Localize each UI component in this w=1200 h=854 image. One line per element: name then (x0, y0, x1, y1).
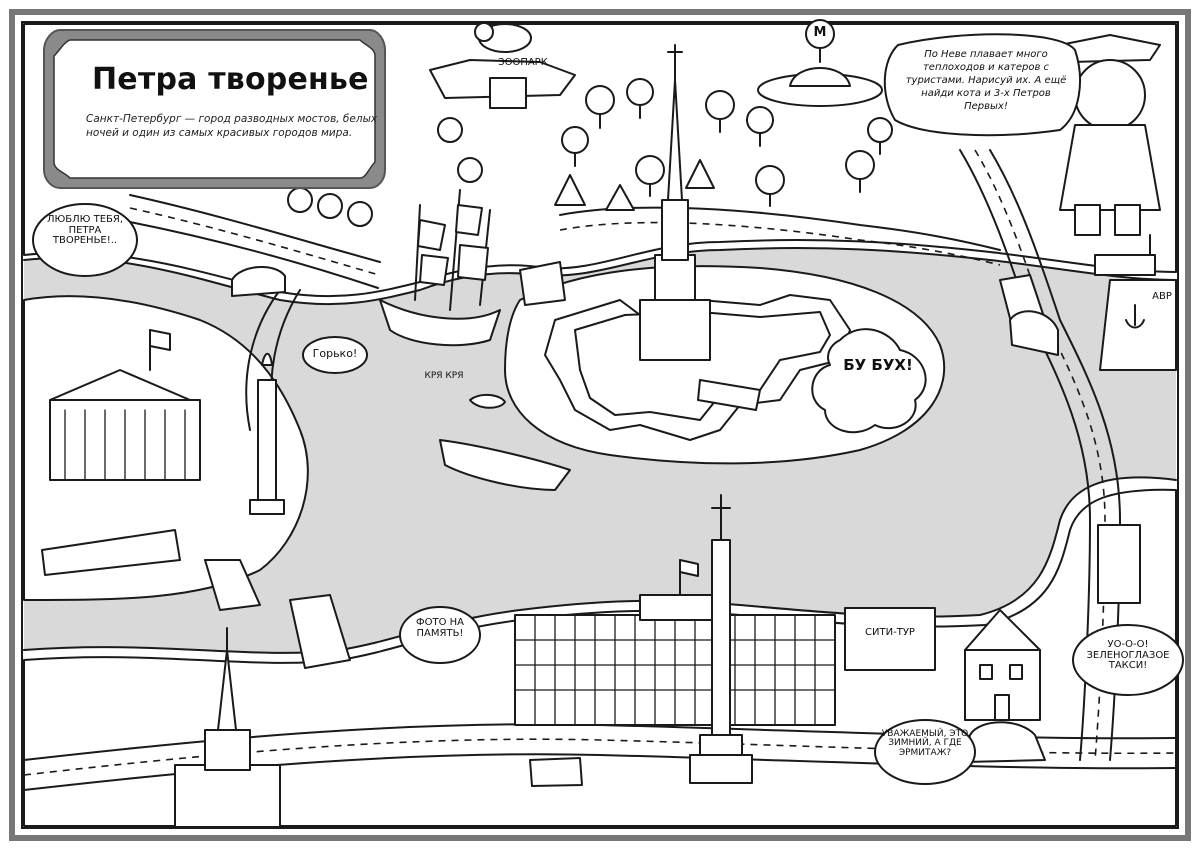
page-frame (9, 9, 1191, 841)
bitter-bubble-text: Горько! (312, 347, 358, 360)
map-border (21, 21, 1179, 829)
alexander-column (689, 494, 753, 784)
park-trees (287, 78, 893, 227)
zoo (429, 22, 576, 109)
metro-sign-label: М (813, 25, 827, 40)
car-east (1009, 310, 1059, 356)
bridges (204, 261, 1046, 669)
cannon-blast (697, 328, 927, 434)
houses (964, 609, 1041, 721)
vehicles (41, 265, 1141, 787)
love-bubble-text: ЛЮБЛЮ ТЕБЯ, ПЕТРА ТВОРЕНЬЕ!.. (46, 214, 124, 246)
city-tour-bus (844, 607, 936, 671)
peter-paul-fortress (544, 44, 851, 441)
duck-quack-text: КРЯ КРЯ (424, 371, 464, 381)
car-north (231, 265, 286, 297)
cruiser-name-label: АВР (1152, 291, 1172, 302)
page-subtitle: Санкт-Петербург — город разводных мостов… (86, 113, 378, 139)
city-tour-label: СИТИ-ТУР (865, 627, 915, 638)
photo-bubble-text: ФОТО НА ПАМЯТЬ! (416, 617, 464, 639)
rostral-column (249, 352, 285, 515)
metro-ufo (757, 19, 883, 107)
admiralty (174, 627, 281, 828)
page-title: Петра творенье (92, 62, 369, 97)
duck (469, 394, 506, 409)
motor-boat (439, 439, 571, 491)
bus-right (1097, 524, 1141, 604)
cruiser-aurora (1094, 234, 1177, 371)
sailing-ship (379, 189, 501, 347)
stock-exchange (49, 329, 201, 481)
anchor-icon (1125, 304, 1145, 329)
boom-text: БУ БУХ! (843, 356, 913, 374)
winter-bubble-text: УВАЖАЕМЫЙ, ЭТО ЗИМНИЙ, А ГДЕ ЭРМИТАЖ? (881, 729, 969, 758)
taxi-bubble-text: УО-О-О! ЗЕЛЕНОГЛАЗОЕ ТАКСИ! (1086, 639, 1170, 671)
green-eyed-taxi (964, 721, 1046, 763)
zoo-sign-label: ЗООПАРК (498, 57, 548, 68)
cat-hint-text: По Неве плавает много теплоходов и катер… (905, 49, 1067, 112)
speech-bubbles (32, 33, 1184, 785)
limousine (41, 529, 181, 576)
carriage (529, 757, 583, 787)
